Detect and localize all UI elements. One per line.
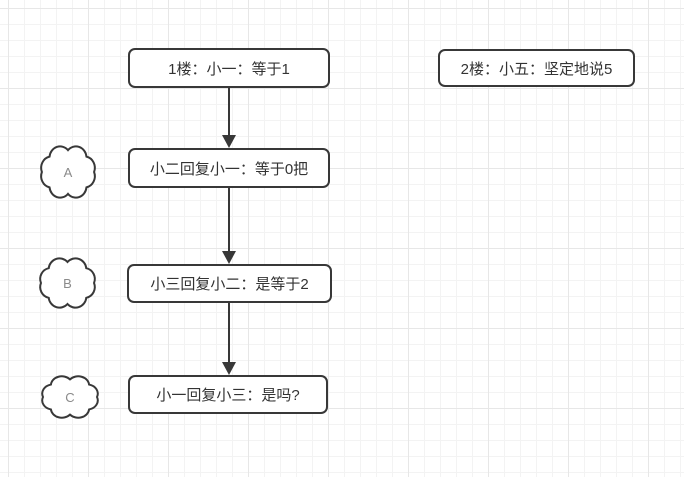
cloud-icon [38, 258, 97, 308]
cloud-annotation-a[interactable]: A [39, 146, 97, 198]
arrowhead-down-icon [222, 135, 236, 148]
edge-line [228, 88, 230, 135]
node-reply-b[interactable]: 小三回复小二：是等于2 [127, 264, 332, 303]
cloud-annotation-c[interactable]: C [40, 376, 100, 418]
node-reply-b-label: 小三回复小二：是等于2 [150, 276, 309, 293]
node-floor1-label: 1楼：小一：等于1 [168, 60, 290, 78]
edge-floor1-to-reply-a[interactable] [222, 88, 236, 148]
arrowhead-down-icon [222, 251, 236, 264]
node-floor2-label: 2楼：小五：坚定地说5 [460, 60, 613, 78]
edge-line [228, 303, 230, 362]
node-reply-a[interactable]: 小二回复小一：等于0把 [128, 148, 330, 188]
node-reply-c-label: 小一回复小三：是吗? [156, 387, 300, 404]
arrowhead-down-icon [222, 362, 236, 375]
node-reply-a-label: 小二回复小一：等于0把 [149, 160, 309, 178]
cloud-icon [39, 146, 97, 198]
edge-reply-a-to-reply-b[interactable] [222, 188, 236, 264]
node-floor1[interactable]: 1楼：小一：等于1 [128, 48, 330, 88]
cloud-annotation-b[interactable]: B [38, 258, 97, 308]
cloud-b-label: B [63, 275, 72, 291]
cloud-a-label: A [63, 164, 73, 180]
cloud-c-label: C [65, 389, 75, 405]
edge-reply-b-to-reply-c[interactable] [222, 303, 236, 375]
node-reply-c[interactable]: 小一回复小三：是吗? [128, 375, 328, 414]
cloud-icon [40, 376, 100, 418]
node-floor2[interactable]: 2楼：小五：坚定地说5 [438, 49, 635, 87]
edge-line [228, 188, 230, 251]
